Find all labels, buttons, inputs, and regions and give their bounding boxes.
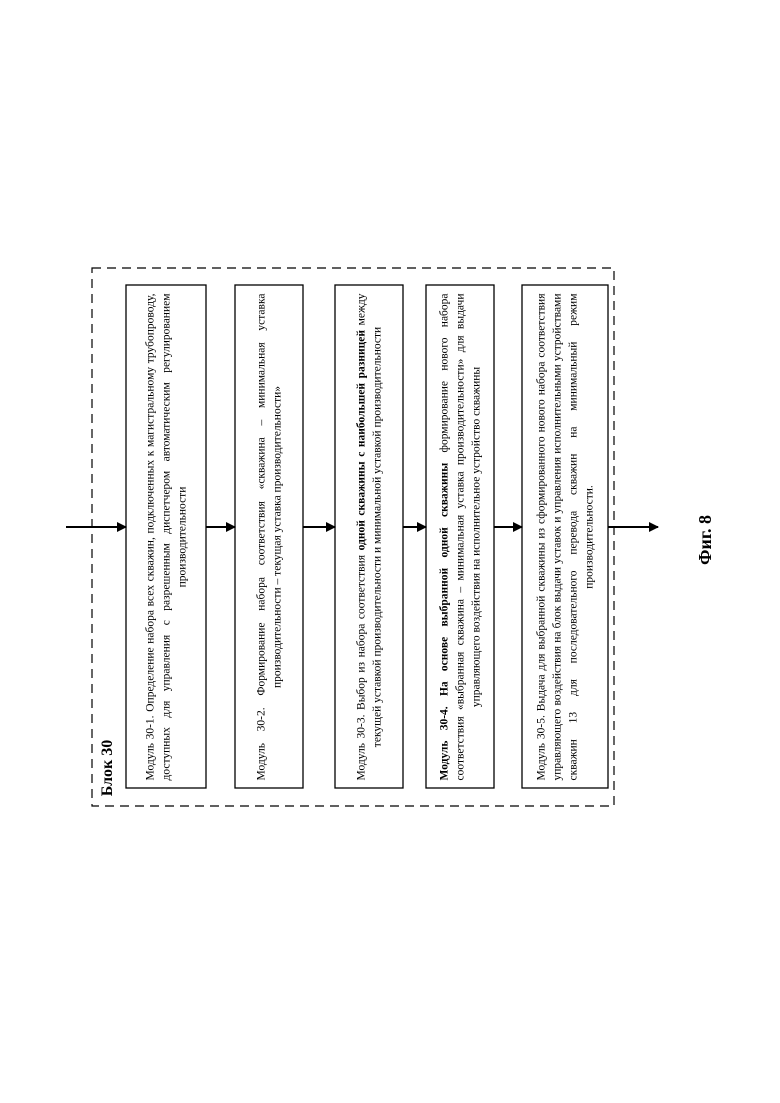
module-30-3-text: Модуль 30-3. Выбор из набора соответстви… [335, 293, 403, 780]
module-30-2-text: Модуль 30-2. Формирование набора соответ… [235, 293, 303, 780]
module-30-4-bold: На основе выбранной одной скважины [438, 462, 450, 695]
module-30-3-prefix: Модуль 30-3. [355, 714, 367, 780]
module-30-2-body: Формирование набора соответствия «скважи… [255, 293, 283, 707]
module-30-3-body: Выбор из набора соответствия [355, 550, 367, 714]
module-30-5-body: Выдача для выбранной скважины из сформир… [535, 293, 595, 780]
module-30-1-prefix: Модуль 30-1. [144, 715, 156, 780]
module-30-3-bold: одной скважины с наибольшей разницей [355, 330, 367, 550]
module-30-1-text: Модуль 30-1. Определение набора всех скв… [126, 293, 206, 780]
module-30-4-text: Модуль 30-4. На основе выбранной одной с… [426, 293, 494, 780]
module-30-5-text: Модуль 30-5. Выдача для выбранной скважи… [522, 293, 608, 780]
block-title: Блок 30 [97, 728, 119, 808]
module-30-2-prefix: Модуль 30-2. [255, 707, 267, 780]
module-30-4-space [438, 696, 450, 706]
figure-label: Фиг. 8 [692, 495, 718, 585]
module-30-4-prefix: Модуль 30-4. [438, 706, 450, 780]
module-30-5-prefix: Модуль 30-5. [535, 715, 547, 780]
module-30-1-body: Определение набора всех скважин, подключ… [144, 293, 188, 780]
